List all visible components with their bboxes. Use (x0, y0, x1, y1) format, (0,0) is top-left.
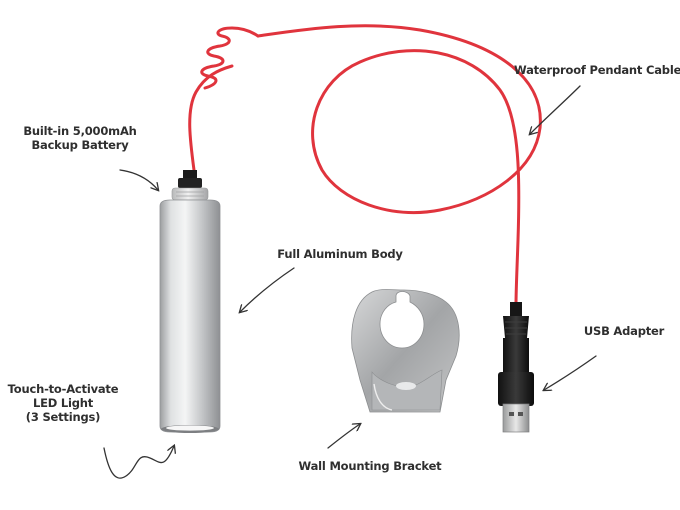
callout-bracket: Wall Mounting Bracket (296, 459, 444, 473)
arrow-cable (530, 85, 581, 134)
wall-bracket (351, 289, 460, 413)
callout-usb: USB Adapter (574, 324, 674, 338)
callout-battery-line-1: Built-in 5,000mAh (23, 124, 137, 138)
pendant-cable (188, 24, 542, 307)
callout-light-line-3: (3 Settings) (25, 410, 101, 424)
callout-usb-text: USB Adapter (583, 324, 665, 338)
arrow-usb (544, 355, 597, 390)
callout-cable: Waterproof Pendant Cable (514, 63, 680, 77)
callout-body-text: Full Aluminum Body (277, 247, 403, 261)
aluminum-light (159, 170, 221, 433)
callout-cable-text: Waterproof Pendant Cable (514, 63, 680, 77)
callout-battery-line-2: Backup Battery (31, 138, 129, 152)
usb-adapter (498, 302, 534, 433)
callout-body: Full Aluminum Body (272, 247, 408, 261)
callout-bracket-text: Wall Mounting Bracket (298, 459, 442, 473)
arrow-bracket (327, 424, 360, 449)
callout-light: Touch-to-Activate LED Light (3 Settings) (6, 382, 120, 424)
arrow-body (240, 267, 295, 312)
callout-battery: Built-in 5,000mAh Backup Battery (18, 124, 142, 152)
callout-light-line-1: Touch-to-Activate (7, 382, 119, 396)
arrow-light (103, 446, 174, 479)
arrow-battery (119, 169, 158, 190)
callout-light-line-2: LED Light (32, 396, 94, 410)
callout-arrows (103, 85, 597, 479)
